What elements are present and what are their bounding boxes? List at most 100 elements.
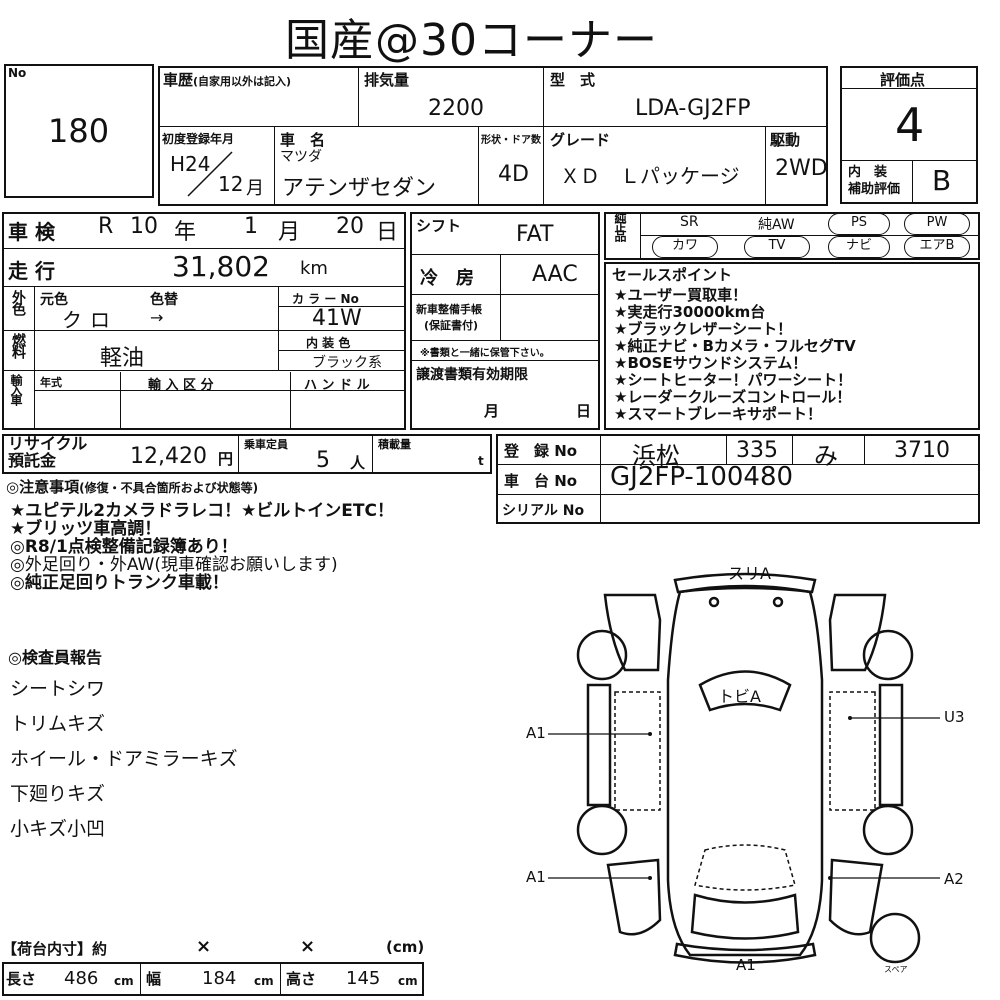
transfer-label: 譲渡書類有効期限 bbox=[416, 367, 528, 383]
exterior-repaint-value: → bbox=[150, 308, 164, 327]
registration-box bbox=[496, 434, 980, 524]
model-code-label: 型 式 bbox=[550, 71, 596, 89]
recycle-row bbox=[2, 434, 492, 474]
grade-label: グレード bbox=[550, 131, 611, 149]
mileage-unit: km bbox=[300, 258, 328, 279]
inspection-day-unit: 日 bbox=[376, 220, 399, 245]
car-damage-diagram bbox=[548, 572, 940, 964]
drive-value: 2WD bbox=[775, 156, 828, 181]
first-reg-month: 12 bbox=[218, 172, 244, 196]
vehicle-info-grid bbox=[158, 66, 828, 206]
wheel-front-right bbox=[862, 629, 914, 681]
recycle-value: 12,420 bbox=[130, 444, 207, 469]
lot-label: No bbox=[8, 66, 27, 80]
fuel-value: 軽油 bbox=[100, 346, 145, 371]
cargo-height-unit: cm bbox=[398, 974, 418, 988]
body-outline bbox=[666, 584, 824, 957]
mileage-label: 走 行 bbox=[8, 259, 55, 283]
score-value: 4 bbox=[895, 98, 925, 152]
interior-color-label: 内 装 色 bbox=[306, 336, 351, 350]
plate-number: 3710 bbox=[894, 438, 950, 463]
cargo-x1: × bbox=[196, 936, 212, 957]
plate-label: 登 録 No bbox=[504, 442, 578, 460]
note-line: ◎外足回り・外AW(現車確認お願いします) bbox=[10, 555, 338, 575]
body-value: 4D bbox=[498, 162, 529, 187]
spec-grid bbox=[2, 212, 406, 430]
import-class-label: 輸 入 区 分 bbox=[148, 378, 214, 393]
equip-tv: TV bbox=[744, 236, 810, 258]
inspection-year-unit: 年 bbox=[174, 220, 197, 245]
inspection-month-unit: 月 bbox=[278, 220, 301, 245]
capacity-label: 乗車定員 bbox=[244, 438, 288, 451]
note-line: ★ブリッツ車高調！ bbox=[10, 519, 162, 539]
sales-points-box bbox=[604, 262, 980, 430]
car-name-label: 車 名 bbox=[280, 131, 326, 149]
first-reg-year: H24 bbox=[170, 152, 211, 176]
rear-window bbox=[694, 844, 796, 891]
sales-point: ★ブラックレザーシート！ bbox=[614, 320, 793, 338]
car-name-value: アテンザセダン bbox=[282, 176, 437, 201]
car-maker: マツダ bbox=[280, 149, 322, 165]
cargo-x2: × bbox=[300, 936, 316, 957]
inspector-line: 小キズ小凹 bbox=[10, 818, 106, 840]
import-label: 輸入車 bbox=[9, 374, 23, 404]
recycle-unit: 円 bbox=[218, 450, 234, 468]
capacity-unit: 人 bbox=[350, 454, 366, 472]
damage-left-rear: A1 bbox=[526, 868, 546, 886]
cargo-length-label: 長さ bbox=[6, 970, 37, 988]
spare-label: スペア bbox=[884, 965, 908, 974]
note-line: ◎純正足回りトランク車載！ bbox=[10, 573, 229, 593]
equipment-box bbox=[604, 212, 980, 260]
load-label: 積載量 bbox=[378, 438, 411, 451]
shift-value: FAT bbox=[516, 222, 554, 247]
cargo-width-label: 幅 bbox=[146, 970, 162, 988]
sales-point: ★BOSEサウンドシステム！ bbox=[614, 354, 808, 372]
import-handle-label: ハ ン ド ル bbox=[304, 378, 370, 393]
inspection-day: 20 bbox=[336, 214, 364, 239]
ac-label: 冷 房 bbox=[420, 268, 474, 289]
plate-kana: み bbox=[814, 442, 838, 470]
damage-right-front: U3 bbox=[944, 708, 965, 726]
inspector-line: トリムキズ bbox=[10, 713, 106, 735]
damage-bottom: A1 bbox=[736, 956, 756, 974]
equip-sr: SR bbox=[680, 214, 699, 230]
wheel-rear-left bbox=[576, 804, 628, 856]
damage-left-front: A1 bbox=[526, 724, 546, 742]
inspection-era: R bbox=[98, 214, 114, 239]
capacity-value: 5 bbox=[316, 448, 330, 473]
equip-navi: ナビ bbox=[828, 236, 890, 258]
sales-point: ★純正ナビ・Bカメラ・フルセグTV bbox=[614, 337, 856, 355]
wheel-rear-right bbox=[862, 804, 914, 856]
inspector-header: ◎検査員報告 bbox=[8, 648, 102, 667]
displacement-label: 排気量 bbox=[364, 71, 410, 89]
inspector-line: 下廻りキズ bbox=[10, 783, 106, 805]
first-reg-month-unit: 月 bbox=[246, 178, 264, 199]
interior-score: B bbox=[932, 164, 952, 197]
trunk bbox=[690, 893, 800, 940]
import-year-label: 年式 bbox=[40, 376, 62, 389]
cargo-box bbox=[2, 962, 424, 996]
exterior-label: 外色 bbox=[10, 290, 26, 314]
equip-alloy-wheels: 純AW bbox=[758, 217, 795, 233]
sales-point: ★スマートブレーキサポート！ bbox=[614, 405, 822, 423]
load-unit: t bbox=[478, 454, 484, 468]
chassis-value: GJ2FP-100480 bbox=[610, 462, 794, 492]
right-front-fender bbox=[828, 593, 887, 672]
notes-header: ◎注意事項(修復・不具合箇所および状態等) bbox=[6, 478, 259, 496]
sales-point: ★ユーザー買取車！ bbox=[614, 286, 748, 304]
equip-power-windows: PW bbox=[904, 213, 970, 235]
body-label: 形状・ドア数 bbox=[481, 135, 541, 146]
exterior-orig-value: クロ bbox=[62, 308, 118, 332]
windshield bbox=[698, 670, 792, 712]
serial-label: シリアル No bbox=[502, 503, 585, 519]
left-front-fender bbox=[603, 593, 662, 672]
shift-label: シフト bbox=[416, 217, 462, 235]
equip-power-steering: PS bbox=[828, 213, 890, 235]
maintenance-note: ※書類と一緒に保管下さい。 bbox=[420, 348, 550, 359]
transfer-month: 月 bbox=[484, 402, 500, 420]
color-no-label: カ ラ ー No bbox=[292, 292, 359, 306]
damage-right-rear: A2 bbox=[944, 870, 964, 888]
maintenance-label: 新車整備手帳(保証書付) bbox=[416, 303, 482, 332]
right-doors bbox=[878, 683, 904, 807]
chassis-label: 車 台 No bbox=[504, 472, 578, 490]
